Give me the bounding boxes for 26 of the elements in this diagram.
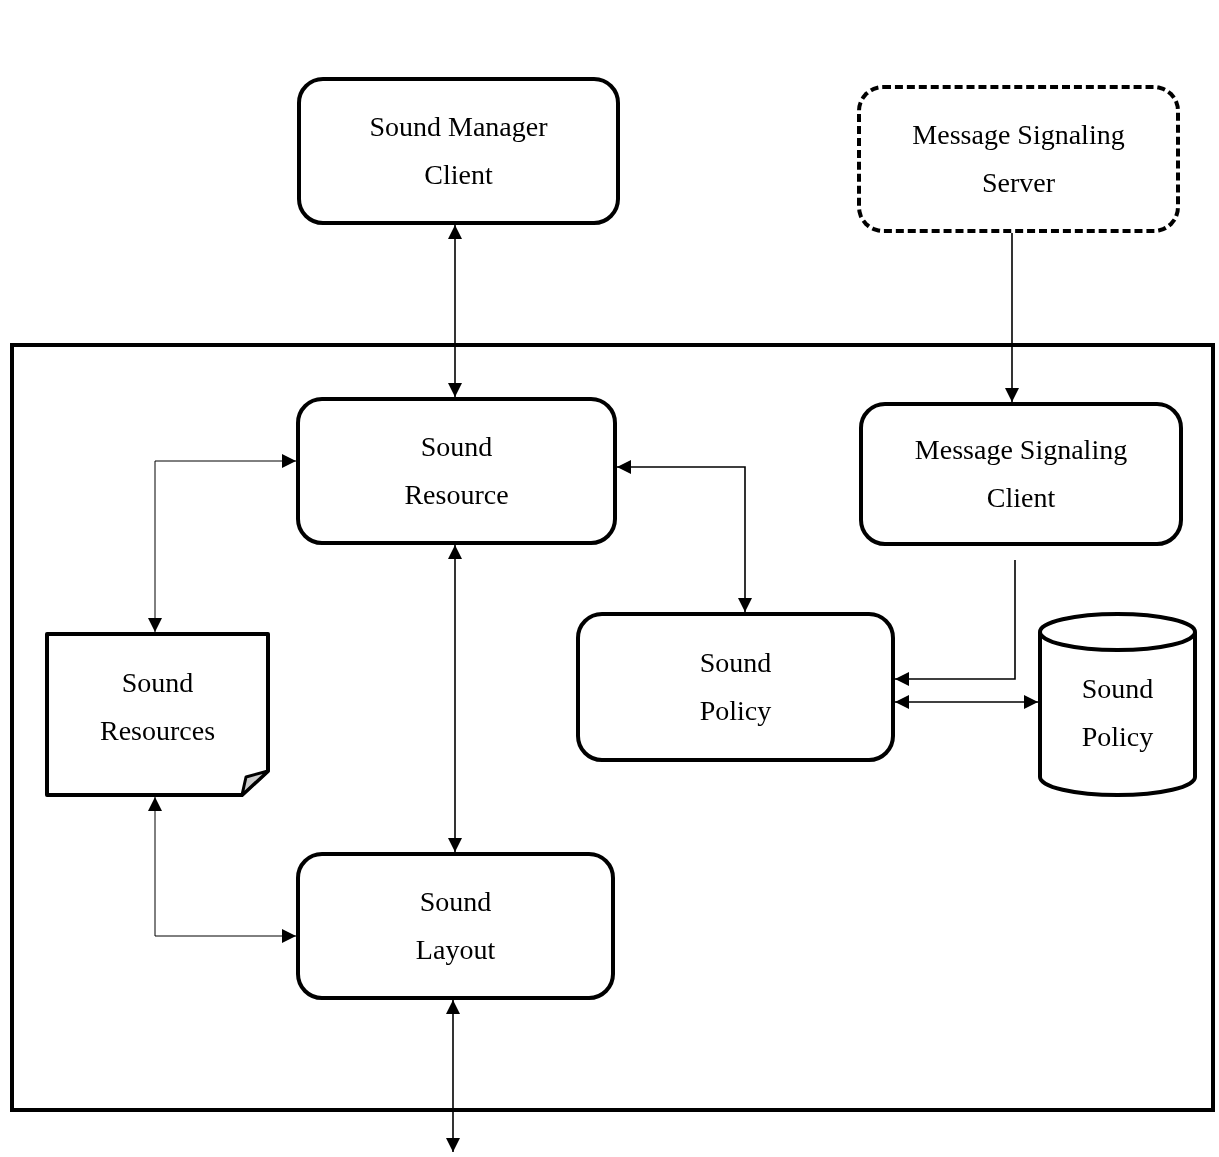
process-box <box>296 397 617 545</box>
node-label: Sound Resources <box>98 665 217 748</box>
connector-arrow <box>448 224 462 398</box>
process-box <box>297 77 620 225</box>
connector-arrow <box>148 454 297 633</box>
node-label: Message Signaling Client <box>913 433 1129 515</box>
database-cylinder <box>1038 612 1197 797</box>
node-label: Sound Resource <box>403 430 510 512</box>
document-shape <box>45 632 270 797</box>
connector-arrow <box>446 999 460 1153</box>
connector-arrow <box>616 460 752 613</box>
process-box <box>859 402 1183 546</box>
node-label: Sound Policy <box>698 646 773 728</box>
connector-arrow <box>894 559 1016 686</box>
node-label: Sound Manager Client <box>368 110 549 192</box>
node-label: Sound Layout <box>414 885 497 967</box>
process-box <box>576 612 895 762</box>
connector-arrow <box>448 544 462 853</box>
system-boundary-box <box>10 343 1215 1112</box>
node-label: Sound Policy <box>1080 671 1155 754</box>
connector-arrow <box>894 695 1039 709</box>
connector-arrow <box>148 796 297 943</box>
node-label: Message Signaling Server <box>911 118 1126 200</box>
process-box <box>857 85 1180 233</box>
connector-arrow <box>1005 232 1019 403</box>
process-box <box>296 852 615 1000</box>
